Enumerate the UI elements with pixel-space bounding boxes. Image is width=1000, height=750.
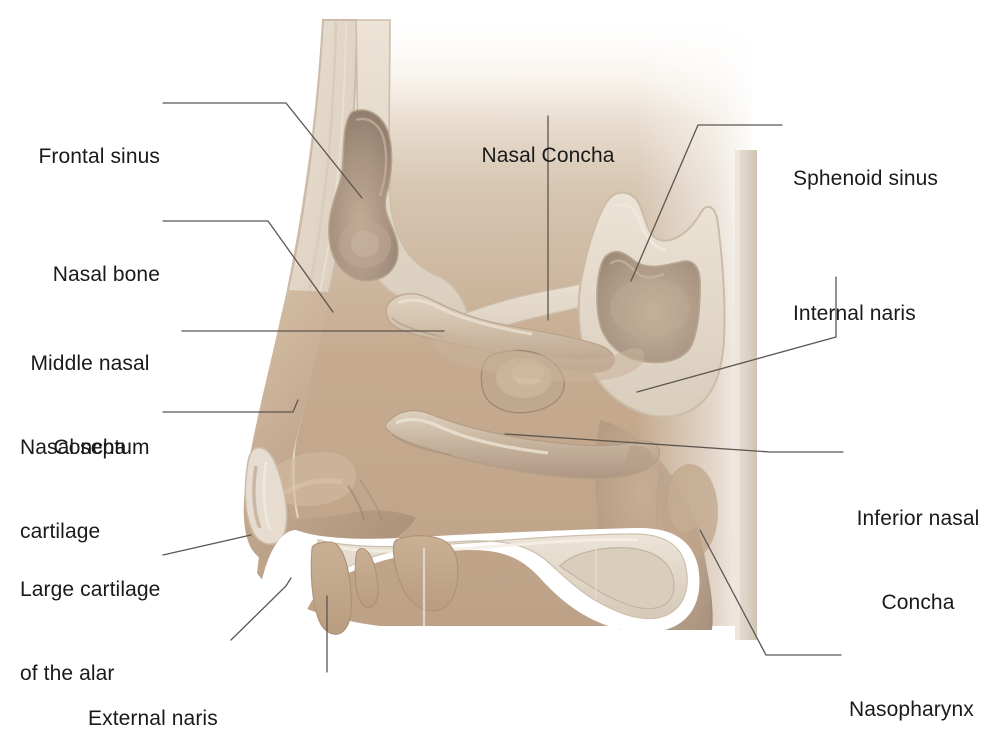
label-nasopharynx-line1: Nasopharynx xyxy=(849,698,974,722)
label-nasal-septum-cartilage-line2: cartilage xyxy=(20,519,101,543)
leader-nasal-bone xyxy=(162,220,334,313)
label-frontal-sinus: Frontal sinus xyxy=(0,88,160,227)
leader-large-cartilage xyxy=(162,534,252,556)
external-nose xyxy=(243,290,416,571)
posterior-wall xyxy=(735,150,757,640)
label-middle-nasal-concha-line2: Concha xyxy=(53,435,127,459)
leader-inferior-nasal-concha xyxy=(504,433,844,453)
leader-lines xyxy=(162,102,844,673)
label-frontal-sinus-line1: Frontal sinus xyxy=(38,145,160,169)
sphenoid-sinus-cavity xyxy=(596,250,701,364)
label-nasal-bone-line1: Nasal bone xyxy=(52,263,160,287)
label-large-cartilage-line2: of the alar xyxy=(20,661,115,685)
leader-external-naris xyxy=(230,577,292,641)
leader-frontal-sinus xyxy=(162,102,363,199)
label-inferior-nasal-concha: Inferior nasal Concha xyxy=(838,450,998,672)
label-nasal-concha: Nasal Concha xyxy=(448,87,648,226)
label-nasal-septum-cartilage: Nasal septum cartilage xyxy=(20,379,210,601)
label-sphenoid-sinus-line1: Sphenoid sinus xyxy=(793,167,939,191)
leader-internal-naris xyxy=(636,276,837,393)
label-nasal-septum-cartilage-line1: Nasal septum xyxy=(20,436,150,460)
leader-sphenoid-sinus xyxy=(630,124,783,282)
upper-lip-structure xyxy=(310,541,353,635)
label-inferior-nasal-concha-line1: Inferior nasal xyxy=(856,507,980,531)
label-nasal-bone: Nasal bone xyxy=(0,206,160,345)
label-sphenoid-sinus: Sphenoid sinus xyxy=(793,110,1000,249)
label-nasopharynx: Nasopharynx xyxy=(849,641,1000,750)
label-large-cartilage-of-the-alar: Large cartilage of the alar xyxy=(20,521,220,743)
label-middle-nasal-concha: Middle nasal Concha xyxy=(0,295,180,517)
label-internal-naris-line1: Internal naris xyxy=(793,302,916,326)
palate-lip-group xyxy=(257,527,700,648)
leader-nasopharynx xyxy=(699,529,842,656)
inferior-nasal-concha xyxy=(384,410,661,479)
label-middle-nasal-concha-line1: Middle nasal xyxy=(30,352,150,376)
label-external-naris-line1: External naris xyxy=(88,707,218,731)
label-external-naris: External naris xyxy=(88,650,308,750)
label-internal-naris: Internal naris xyxy=(793,245,1000,384)
conchae-group xyxy=(384,293,661,479)
label-large-cartilage-line1: Large cartilage xyxy=(20,578,161,602)
leader-nasal-septum-cartilage xyxy=(162,399,299,413)
label-upper-lip: Upper lip xyxy=(276,692,456,750)
label-inferior-nasal-concha-line2: Concha xyxy=(881,590,955,614)
label-palatine-bone: Palatine bone xyxy=(508,692,728,750)
label-nasal-concha-line1: Nasal Concha xyxy=(481,144,615,168)
